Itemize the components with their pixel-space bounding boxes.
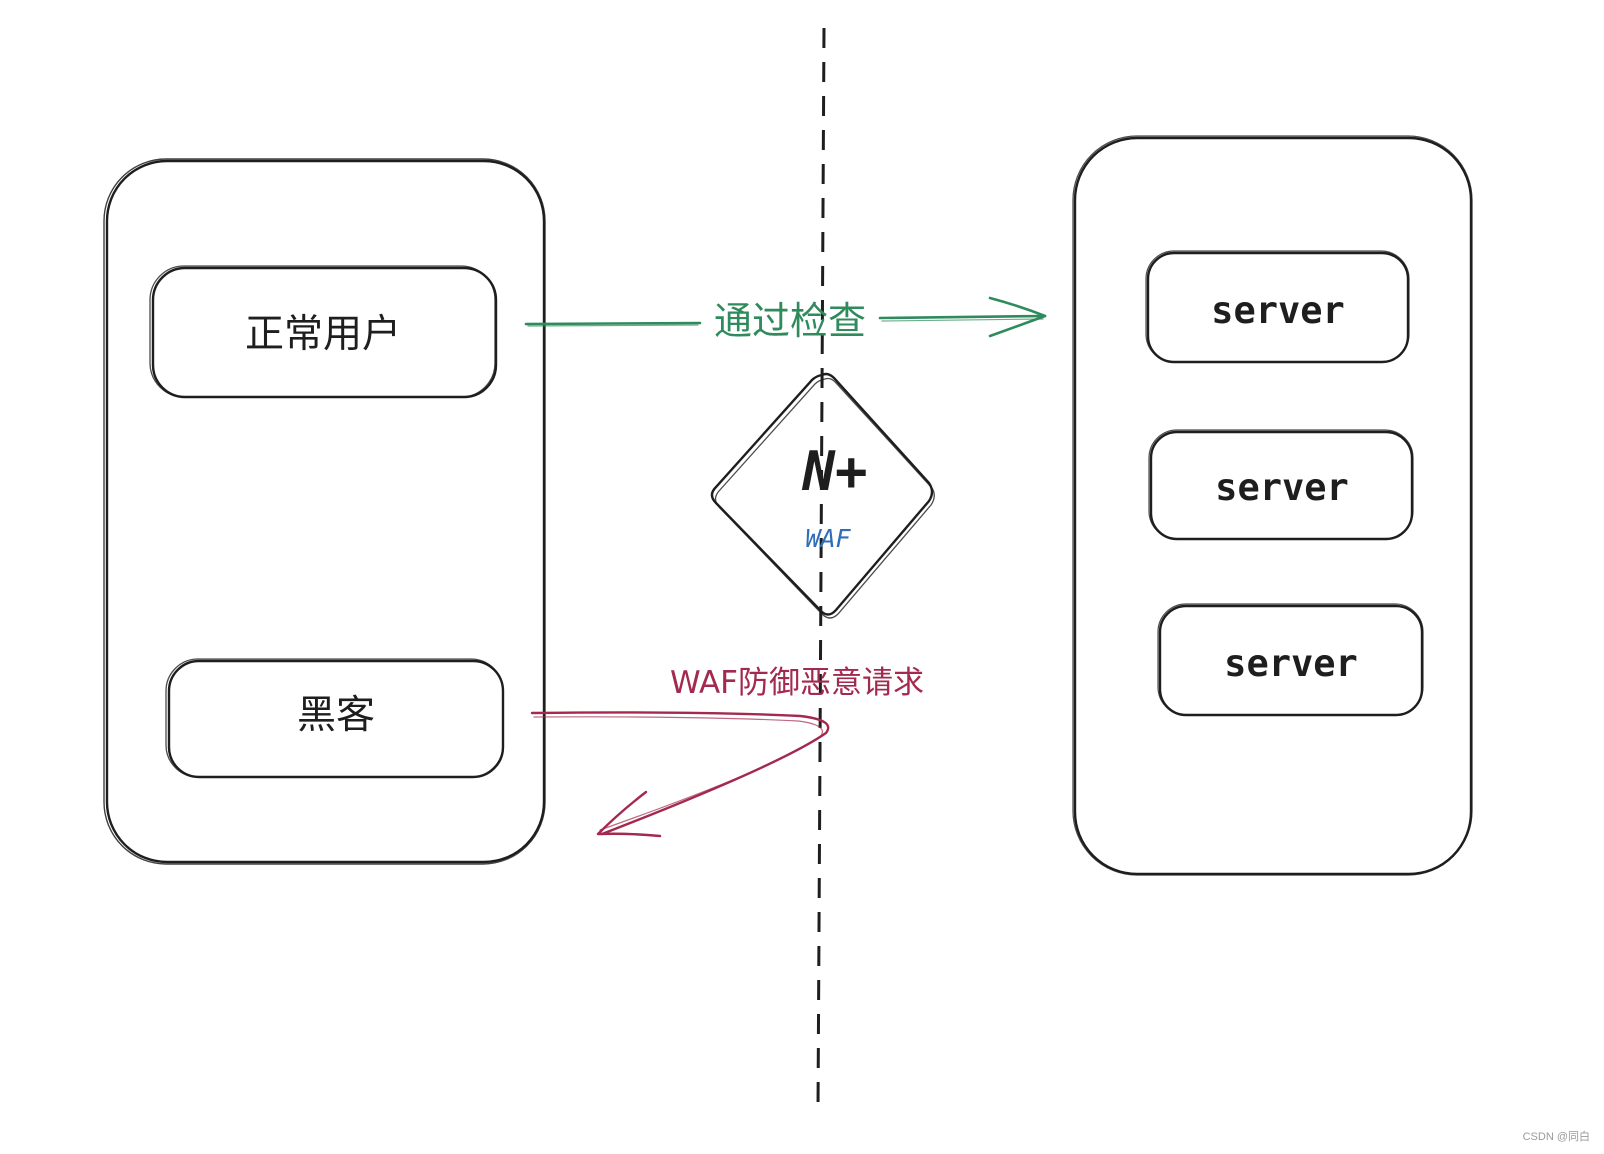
waf-name-label: WAF bbox=[805, 524, 851, 553]
waf-node: N+ WAF bbox=[710, 372, 935, 619]
server-box-1: server bbox=[1145, 250, 1410, 364]
server-box-3: server bbox=[1157, 603, 1424, 717]
block-malicious-arrow: WAF防御恶意请求 bbox=[530, 665, 924, 838]
block-malicious-label: WAF防御恶意请求 bbox=[670, 665, 924, 701]
network-boundary-line bbox=[816, 27, 826, 1111]
pass-check-arrow: 通过检查 bbox=[524, 296, 1047, 343]
pass-check-label: 通过检查 bbox=[714, 299, 866, 343]
server-label-3: server bbox=[1224, 642, 1358, 685]
waf-logo-text: N+ bbox=[801, 440, 867, 503]
hacker-label: 黑客 bbox=[297, 693, 375, 738]
csdn-watermark: CSDN @同白 bbox=[1522, 1131, 1590, 1143]
normal-user-label: 正常用户 bbox=[245, 312, 401, 357]
clients-container bbox=[103, 158, 546, 865]
server-label-2: server bbox=[1215, 466, 1349, 509]
server-label-1: server bbox=[1211, 289, 1345, 332]
servers-container bbox=[1072, 135, 1473, 876]
server-box-2: server bbox=[1148, 429, 1414, 541]
hacker-box: 黑客 bbox=[165, 658, 505, 779]
normal-user-box: 正常用户 bbox=[149, 265, 498, 399]
